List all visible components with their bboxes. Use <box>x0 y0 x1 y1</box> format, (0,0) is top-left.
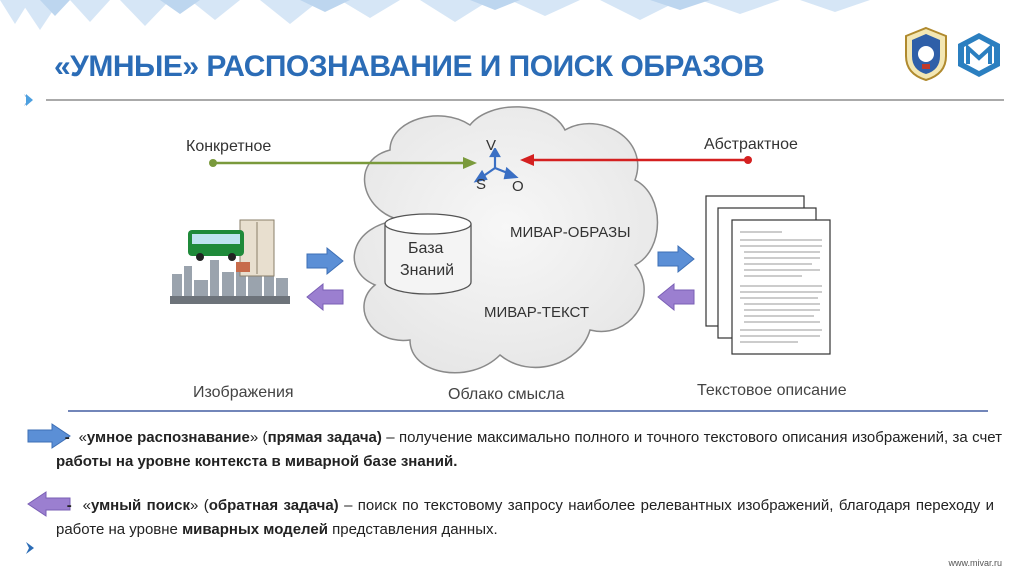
purple-arrow-right-icon <box>657 282 695 312</box>
abstract-arrow <box>520 154 752 166</box>
footer-url: www.mivar.ru <box>948 558 1002 568</box>
images-illustration <box>170 219 290 304</box>
caption-cloud: Облако смысла <box>448 386 565 403</box>
text-block-smart-search: - «умный поиск» (обратная задача) – поис… <box>56 497 995 538</box>
text-block-smart-recognition: - «умное распознавание» (прямая задача) … <box>56 429 1002 470</box>
blue-arrow-left-icon <box>306 246 344 276</box>
caption-text-description: Текстовое описание <box>697 382 847 399</box>
knowledge-base-icon <box>384 213 472 295</box>
vso-triangle-icon <box>473 148 519 183</box>
concrete-label: Конкретное <box>186 138 272 155</box>
university-emblem-icon <box>905 26 947 82</box>
purple-arrow-left-icon <box>306 282 344 312</box>
concrete-arrow <box>209 157 477 169</box>
vso-v-label: V <box>486 137 497 154</box>
knowledge-base-label-1: База <box>408 240 444 257</box>
cloud-text-images: МИВАР-ОБРАЗЫ <box>510 224 631 241</box>
page-title: «УМНЫЕ» РАСПОЗНАВАНИЕ И ПОИСК ОБРАЗОВ <box>54 50 765 83</box>
blue-bullet-arrow-icon <box>27 423 71 449</box>
blue-arrow-right-icon <box>657 244 695 274</box>
header-decoration <box>0 0 870 30</box>
title-divider <box>24 94 1004 106</box>
purple-bullet-arrow-icon <box>27 491 71 517</box>
vso-o-label: O <box>512 178 524 195</box>
caption-images: Изображения <box>193 384 294 401</box>
mivar-logo-icon <box>958 33 1000 77</box>
abstract-label: Абстрактное <box>704 136 798 153</box>
cloud-of-meaning <box>353 106 659 374</box>
vso-s-label: S <box>476 176 487 193</box>
text-documents-illustration <box>705 195 831 355</box>
bottom-chevron-icon <box>26 542 34 554</box>
knowledge-base-label-2: Знаний <box>400 262 455 279</box>
section-divider <box>68 410 988 412</box>
cloud-text-text: МИВАР-ТЕКСТ <box>484 304 590 321</box>
